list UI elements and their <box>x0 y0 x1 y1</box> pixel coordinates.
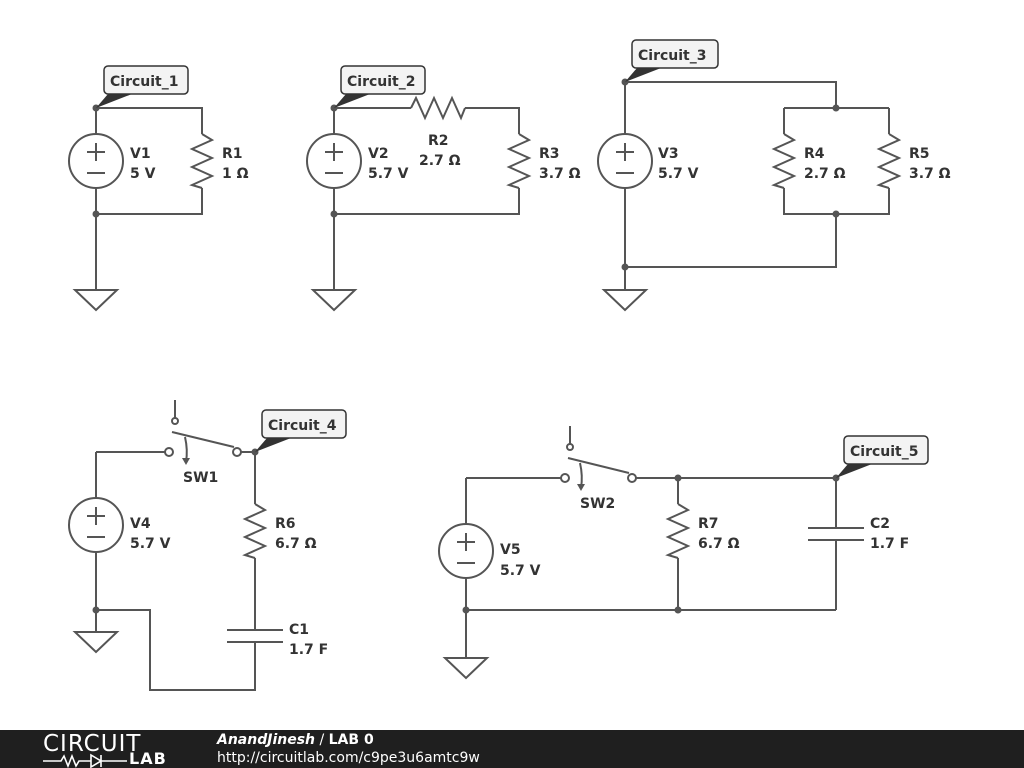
part-name: C2 <box>870 516 890 532</box>
voltage-source-v3[interactable] <box>597 133 653 189</box>
byline: AnandJinesh / LAB 0 <box>217 731 374 749</box>
tag-label: Circuit_3 <box>638 48 706 64</box>
voltage-source-v2[interactable] <box>306 133 362 189</box>
node-tag-circuit-5[interactable]: Circuit_5 <box>836 435 929 478</box>
author-link[interactable]: AnandJinesh <box>217 732 316 748</box>
circuit-1: Circuit_1 V1 5 V R1 1 Ω <box>68 65 249 311</box>
waveform-icon <box>43 753 127 768</box>
part-name: R4 <box>804 146 825 162</box>
voltage-source-v5[interactable] <box>438 523 494 579</box>
part-value: 3.7 Ω <box>909 166 951 182</box>
ground-symbol <box>74 631 118 653</box>
part-name: V1 <box>130 146 151 162</box>
part-name: V5 <box>500 542 521 558</box>
ground-symbol <box>444 657 488 679</box>
part-name: SW2 <box>580 496 615 512</box>
circuit-4: Circuit_4 SW1 V4 5.7 V R6 6.7 Ω C1 1.7 F <box>68 400 347 691</box>
part-name: V4 <box>130 516 151 532</box>
footer-bar: CIRCUIT LAB AnandJinesh / LAB 0 http://c… <box>0 730 1024 768</box>
part-name: R1 <box>222 146 243 162</box>
part-name: R5 <box>909 146 930 162</box>
part-name: R6 <box>275 516 296 532</box>
part-value: 2.7 Ω <box>804 166 846 182</box>
circuit-url[interactable]: http://circuitlab.com/c9pe3u6amtc9w <box>217 750 480 766</box>
ground-symbol <box>312 289 356 311</box>
part-value: 1.7 F <box>289 642 328 658</box>
ground-symbol <box>603 289 647 311</box>
tag-label: Circuit_2 <box>347 74 415 90</box>
circuitlab-logo[interactable]: LAB <box>43 749 175 768</box>
part-name: R3 <box>539 146 560 162</box>
part-value: 3.7 Ω <box>539 166 581 182</box>
byline-separator: / <box>315 732 329 748</box>
ground-symbol <box>74 289 118 311</box>
circuit-5: Circuit_5 SW2 V5 5.7 V R7 6.7 Ω C2 1.7 F <box>438 426 929 679</box>
tag-label: Circuit_1 <box>110 74 178 90</box>
node-tag-circuit-2[interactable]: Circuit_2 <box>334 65 426 108</box>
tag-label: Circuit_5 <box>850 444 918 460</box>
node-tag-circuit-3[interactable]: Circuit_3 <box>625 39 719 82</box>
part-value: 5.7 V <box>130 536 171 552</box>
voltage-source-v4[interactable] <box>68 497 124 553</box>
switch-sw2[interactable] <box>560 426 637 491</box>
circuit-title[interactable]: LAB 0 <box>328 732 374 748</box>
logo-bottom-text: LAB <box>129 749 167 768</box>
schematic-canvas: Circuit_1 V1 5 V R1 1 Ω Circuit_2 V2 5.7… <box>68 39 951 691</box>
part-name: V3 <box>658 146 679 162</box>
part-value: 5.7 V <box>658 166 699 182</box>
node-tag-circuit-4[interactable]: Circuit_4 <box>255 409 347 452</box>
part-value: 6.7 Ω <box>275 536 317 552</box>
part-value: 5.7 V <box>368 166 409 182</box>
node-tag-circuit-1[interactable]: Circuit_1 <box>96 65 189 108</box>
part-name: V2 <box>368 146 389 162</box>
part-value: 1 Ω <box>222 166 249 182</box>
logo-top-text: CIRCUIT <box>43 731 142 757</box>
part-name: R7 <box>698 516 719 532</box>
part-value: 6.7 Ω <box>698 536 740 552</box>
switch-sw1[interactable] <box>164 400 242 465</box>
circuit-3: Circuit_3 V3 5.7 V R4 2.7 Ω R5 3.7 Ω <box>597 39 951 311</box>
voltage-source-v1[interactable] <box>68 133 124 189</box>
part-name: C1 <box>289 622 309 638</box>
circuit-2: Circuit_2 V2 5.7 V R2 2.7 Ω R3 3.7 Ω <box>306 65 581 311</box>
part-value: 2.7 Ω <box>419 153 461 169</box>
part-value: 5.7 V <box>500 563 541 579</box>
part-name: SW1 <box>183 470 218 486</box>
part-name: R2 <box>428 133 449 149</box>
tag-label: Circuit_4 <box>268 418 337 434</box>
part-value: 5 V <box>130 166 156 182</box>
part-value: 1.7 F <box>870 536 909 552</box>
